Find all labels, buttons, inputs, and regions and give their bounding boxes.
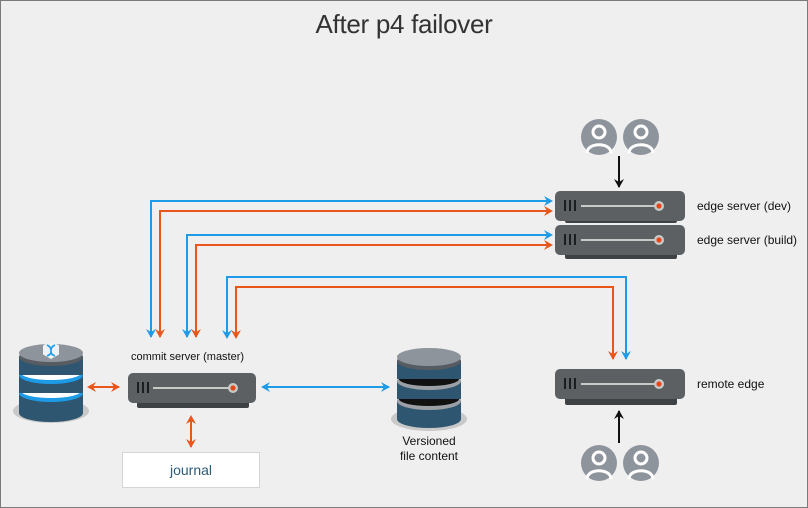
- edge-server-build-label: edge server (build): [697, 233, 798, 247]
- journal-box: journal: [122, 452, 260, 488]
- user-avatar-icon: [581, 119, 617, 155]
- user-avatar-icon: [623, 119, 659, 155]
- remote-edge-server-icon: [555, 369, 685, 405]
- edge-dev-users-icon: [581, 119, 659, 155]
- remote-edge-label: remote edge: [697, 377, 765, 391]
- versioned-storage-label: Versioned file content: [379, 434, 479, 464]
- diagram-title: After p4 failover: [315, 9, 493, 39]
- write-arrow-edge-build: [191, 240, 553, 338]
- user-avatar-icon: [623, 445, 659, 481]
- write-arrow-edge-dev: [155, 206, 553, 338]
- versioned-storage-label-line1: Versioned: [402, 434, 456, 448]
- commit-server-label: commit server (master): [131, 351, 245, 363]
- journal-label: journal: [169, 462, 213, 478]
- replication-arrow-edge-build: [182, 230, 553, 338]
- dna-icon: [43, 341, 59, 359]
- edge-server-dev-icon: [555, 191, 685, 223]
- edge-server-dev-label: edge server (dev): [697, 199, 792, 213]
- commit-server-icon: [128, 373, 256, 408]
- edge-server-build-icon: [555, 225, 685, 259]
- replication-arrow-remote-edge: [222, 276, 631, 360]
- write-arrow-remote-edge: [231, 286, 618, 360]
- replication-arrow-edge-dev: [146, 196, 553, 338]
- versioned-storage-label-line2: file content: [399, 449, 459, 463]
- metadata-database-icon: [13, 341, 89, 423]
- remote-edge-users-icon: [581, 445, 659, 481]
- user-avatar-icon: [581, 445, 617, 481]
- versioned-storage-icon: [391, 348, 467, 431]
